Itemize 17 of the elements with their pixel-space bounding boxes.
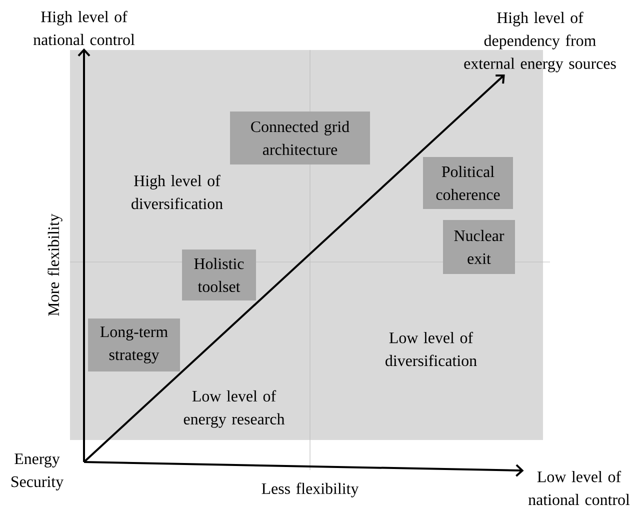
- text-box: Political coherence: [423, 157, 513, 209]
- axis-arrow: [84, 461, 524, 477]
- axis-label: High level of dependency from external energy sources: [464, 12, 616, 72]
- region-label: Low level of diversification: [386, 332, 477, 366]
- text-box: Connected grid architecture: [230, 112, 370, 164]
- axis-label: Low level of national control: [528, 470, 630, 506]
- text-box: Nuclear exit: [443, 220, 515, 274]
- axis-title: More flexibility: [48, 214, 62, 316]
- text-box: Long-term strategy: [88, 318, 180, 372]
- origin-label: Energy Security: [12, 454, 64, 490]
- axis-arrow: [83, 74, 505, 463]
- text-box: Holistic toolset: [182, 250, 256, 300]
- region-label: Low level of energy research: [184, 390, 285, 428]
- region-label: High level of diversification: [132, 174, 223, 210]
- axis-title: Less flexibility: [262, 482, 359, 498]
- axis-label: High level of national control: [33, 10, 135, 46]
- axis-arrow: [78, 48, 90, 462]
